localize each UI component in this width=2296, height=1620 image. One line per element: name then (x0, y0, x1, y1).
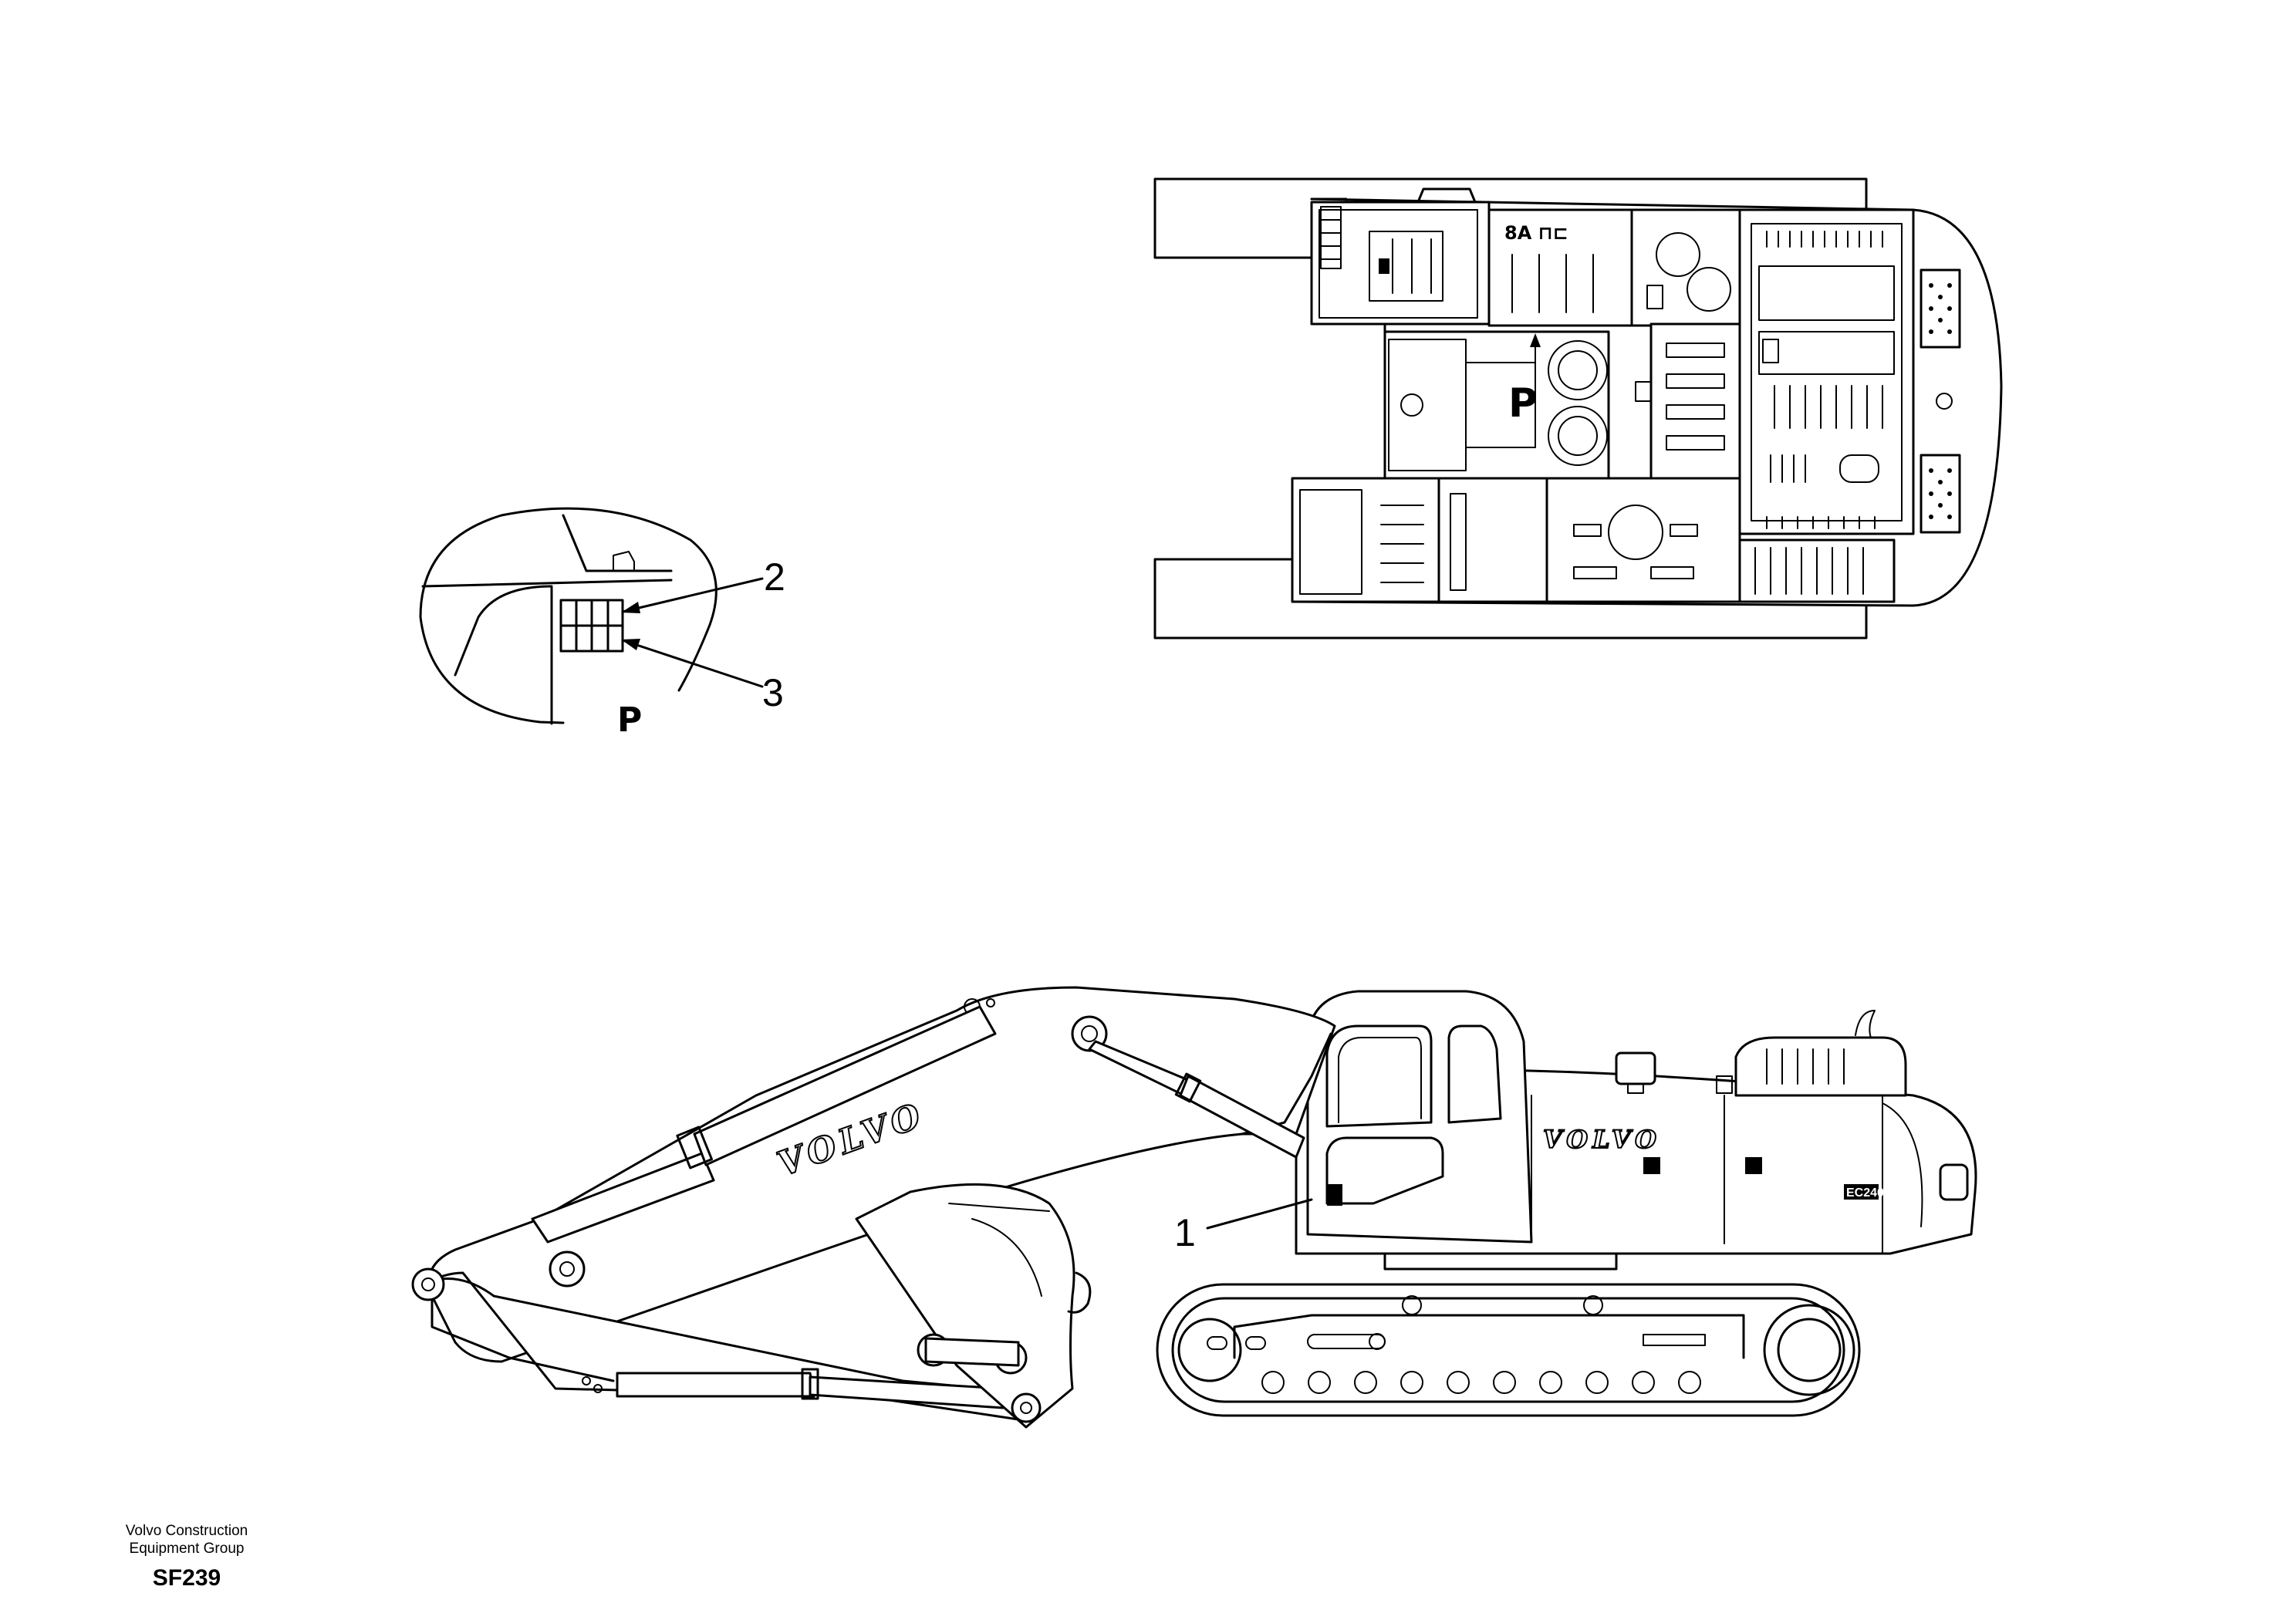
top-view: 8A ⊓⊏ (1153, 177, 2003, 640)
callout-3: 3 (762, 671, 784, 714)
callout-2: 2 (764, 555, 785, 599)
side-view: EC240 VOLVO VOLVO (411, 986, 1977, 1429)
side-view-track (1156, 1283, 1861, 1417)
footer-code: SF239 (153, 1565, 221, 1591)
side-view-body-brand: VOLVO (1543, 1125, 1661, 1154)
callout-1-leader (1206, 1198, 1313, 1230)
detail-p-label: P (617, 700, 642, 740)
svg-text:8A ⊓⊏: 8A ⊓⊏ (1504, 222, 1568, 244)
footer-company-line1: Volvo Construction (126, 1523, 248, 1539)
detail-inset: 2 3 P (419, 507, 785, 740)
side-view-model-badge: EC240 (1846, 1186, 1884, 1200)
footer: Volvo Construction Equipment Group SF239 (126, 1523, 248, 1591)
detail-inset-outline (419, 507, 718, 724)
side-view-rollers (1261, 1371, 1701, 1394)
top-view-p-label: P (1508, 380, 1538, 427)
callout-1: 1 (1174, 1211, 1196, 1254)
footer-company-line2: Equipment Group (130, 1541, 245, 1557)
